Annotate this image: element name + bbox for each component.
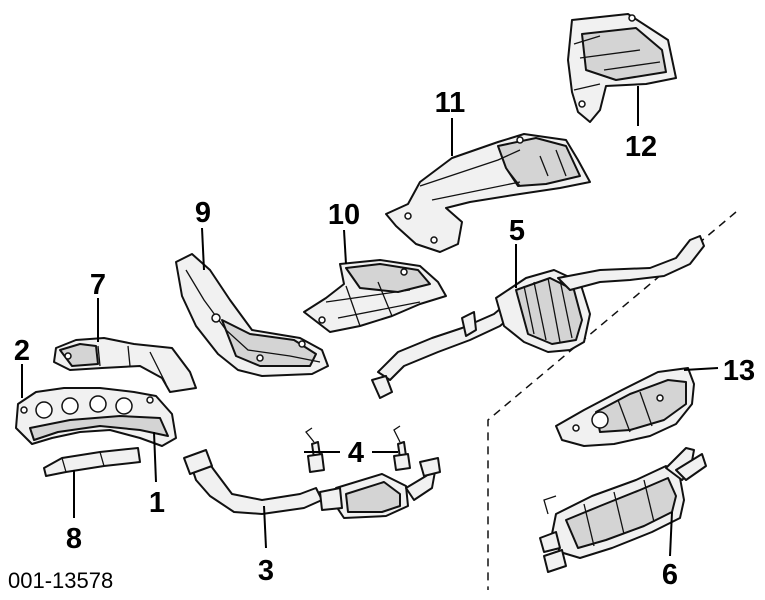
part-7-heat-shield xyxy=(53,337,197,393)
callout-10: 10 xyxy=(328,199,360,231)
callout-8: 8 xyxy=(66,523,82,555)
callout-13: 13 xyxy=(723,355,755,387)
callout-1: 1 xyxy=(149,487,165,519)
callout-11: 11 xyxy=(435,87,466,119)
alternate-parts-boundary xyxy=(487,211,737,590)
figure-code: 001-13578 xyxy=(8,568,113,593)
part-12-heat-shield xyxy=(567,13,677,123)
part-13-heat-shield xyxy=(555,367,695,447)
callout-2: 2 xyxy=(14,335,30,367)
leader-1 xyxy=(153,431,157,483)
callout-6: 6 xyxy=(662,559,678,591)
part-5-muffler-tailpipe xyxy=(371,235,705,399)
callout-labels: 1 2 3 4 5 6 7 8 9 10 11 12 13 xyxy=(14,87,755,591)
part-4-oxygen-sensors xyxy=(305,425,411,473)
callout-9: 9 xyxy=(195,197,211,229)
leader-6 xyxy=(669,511,673,557)
part-11-heat-shield xyxy=(385,133,591,253)
part-8-heat-shield xyxy=(43,447,141,477)
callout-5: 5 xyxy=(509,215,525,247)
leader-10 xyxy=(343,229,347,265)
leader-9 xyxy=(201,227,205,271)
callout-4: 4 xyxy=(348,437,364,469)
callout-12: 12 xyxy=(625,131,657,163)
part-3-front-pipe-catalytic-converter xyxy=(183,449,441,519)
leader-3 xyxy=(263,505,267,549)
callout-3: 3 xyxy=(258,555,274,587)
part-10-heat-shield xyxy=(303,259,447,333)
part-2-exhaust-manifold xyxy=(15,387,177,447)
leader-13 xyxy=(683,367,719,371)
part-9-heat-shield xyxy=(175,253,329,377)
part-6-muffler xyxy=(539,447,707,573)
callout-7: 7 xyxy=(90,269,106,301)
leader-lines xyxy=(21,86,719,557)
